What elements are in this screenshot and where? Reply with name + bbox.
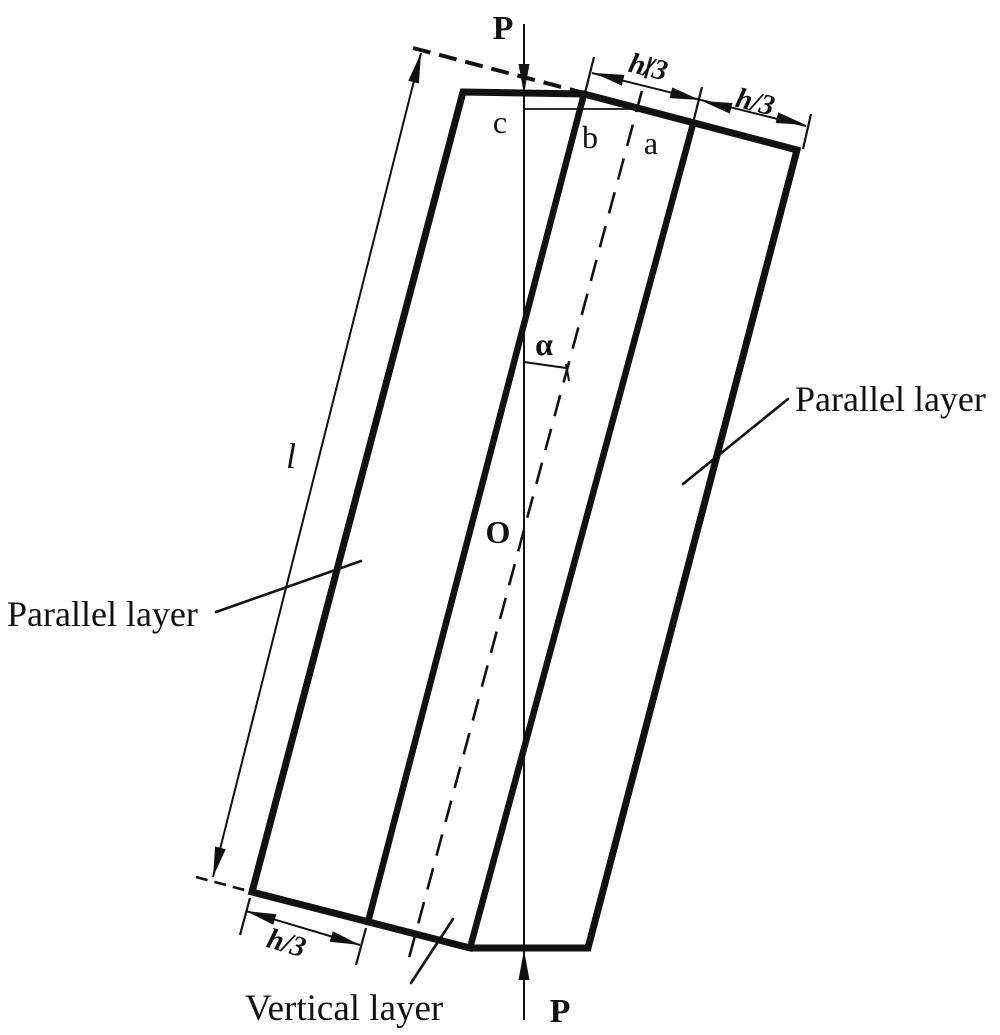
- vertical-layer-leader: [409, 917, 455, 985]
- left-parallel-layer-leader: [214, 559, 363, 614]
- bottom-extension-tick-left: [238, 897, 252, 936]
- load-arrowhead-bottom: [518, 950, 530, 980]
- point-a-label: a: [644, 125, 658, 161]
- point-c-label: c: [493, 104, 507, 140]
- top-h3-arrow-3: [702, 101, 733, 114]
- bottom-extension-tick-right: [354, 927, 368, 966]
- right-parallel-layer-label: Parallel layer: [795, 379, 986, 419]
- top-h3-arrow-1: [594, 73, 625, 86]
- top-h3-arrow-2: [669, 87, 700, 100]
- layer-divider-left: [364, 90, 588, 926]
- bottom-face-extension-dashed: [195, 875, 253, 894]
- layer-divider-right: [466, 120, 697, 952]
- top-face-extension-dashed: [412, 46, 585, 95]
- l-arrowhead-bottom: [213, 846, 226, 877]
- top-extension-tick-3: [801, 113, 813, 150]
- top-extension-tick-1: [583, 56, 596, 94]
- h3-top-middle-label: h/3: [626, 47, 671, 87]
- top-h3-arrow-4: [775, 112, 806, 125]
- alpha-angle-tick: [565, 363, 570, 382]
- vertical-layer-label: Vertical layer: [245, 988, 443, 1029]
- specimen-axis-dashed-line: [407, 56, 653, 959]
- alpha-angle-bar: [523, 361, 567, 369]
- center-point-label: O: [486, 514, 511, 550]
- right-parallel-layer-leader: [681, 397, 790, 486]
- bottom-h3-arrow-right: [329, 931, 360, 945]
- top-extension-tick-2: [691, 86, 704, 124]
- l-dimension-line: [212, 52, 422, 878]
- h3-top-right-label: h/3: [733, 82, 778, 122]
- alpha-label: α: [535, 326, 553, 362]
- length-dimension-label: l: [286, 436, 296, 476]
- top-h3-dimension-line: [591, 72, 807, 127]
- left-parallel-layer-label: Parallel layer: [7, 594, 198, 634]
- point-b-label: b: [582, 119, 598, 155]
- l-arrowhead-top: [408, 53, 421, 84]
- load-label-top: P: [493, 10, 514, 47]
- load-label-bottom: P: [550, 993, 571, 1030]
- bottom-h3-arrow-left: [246, 911, 277, 925]
